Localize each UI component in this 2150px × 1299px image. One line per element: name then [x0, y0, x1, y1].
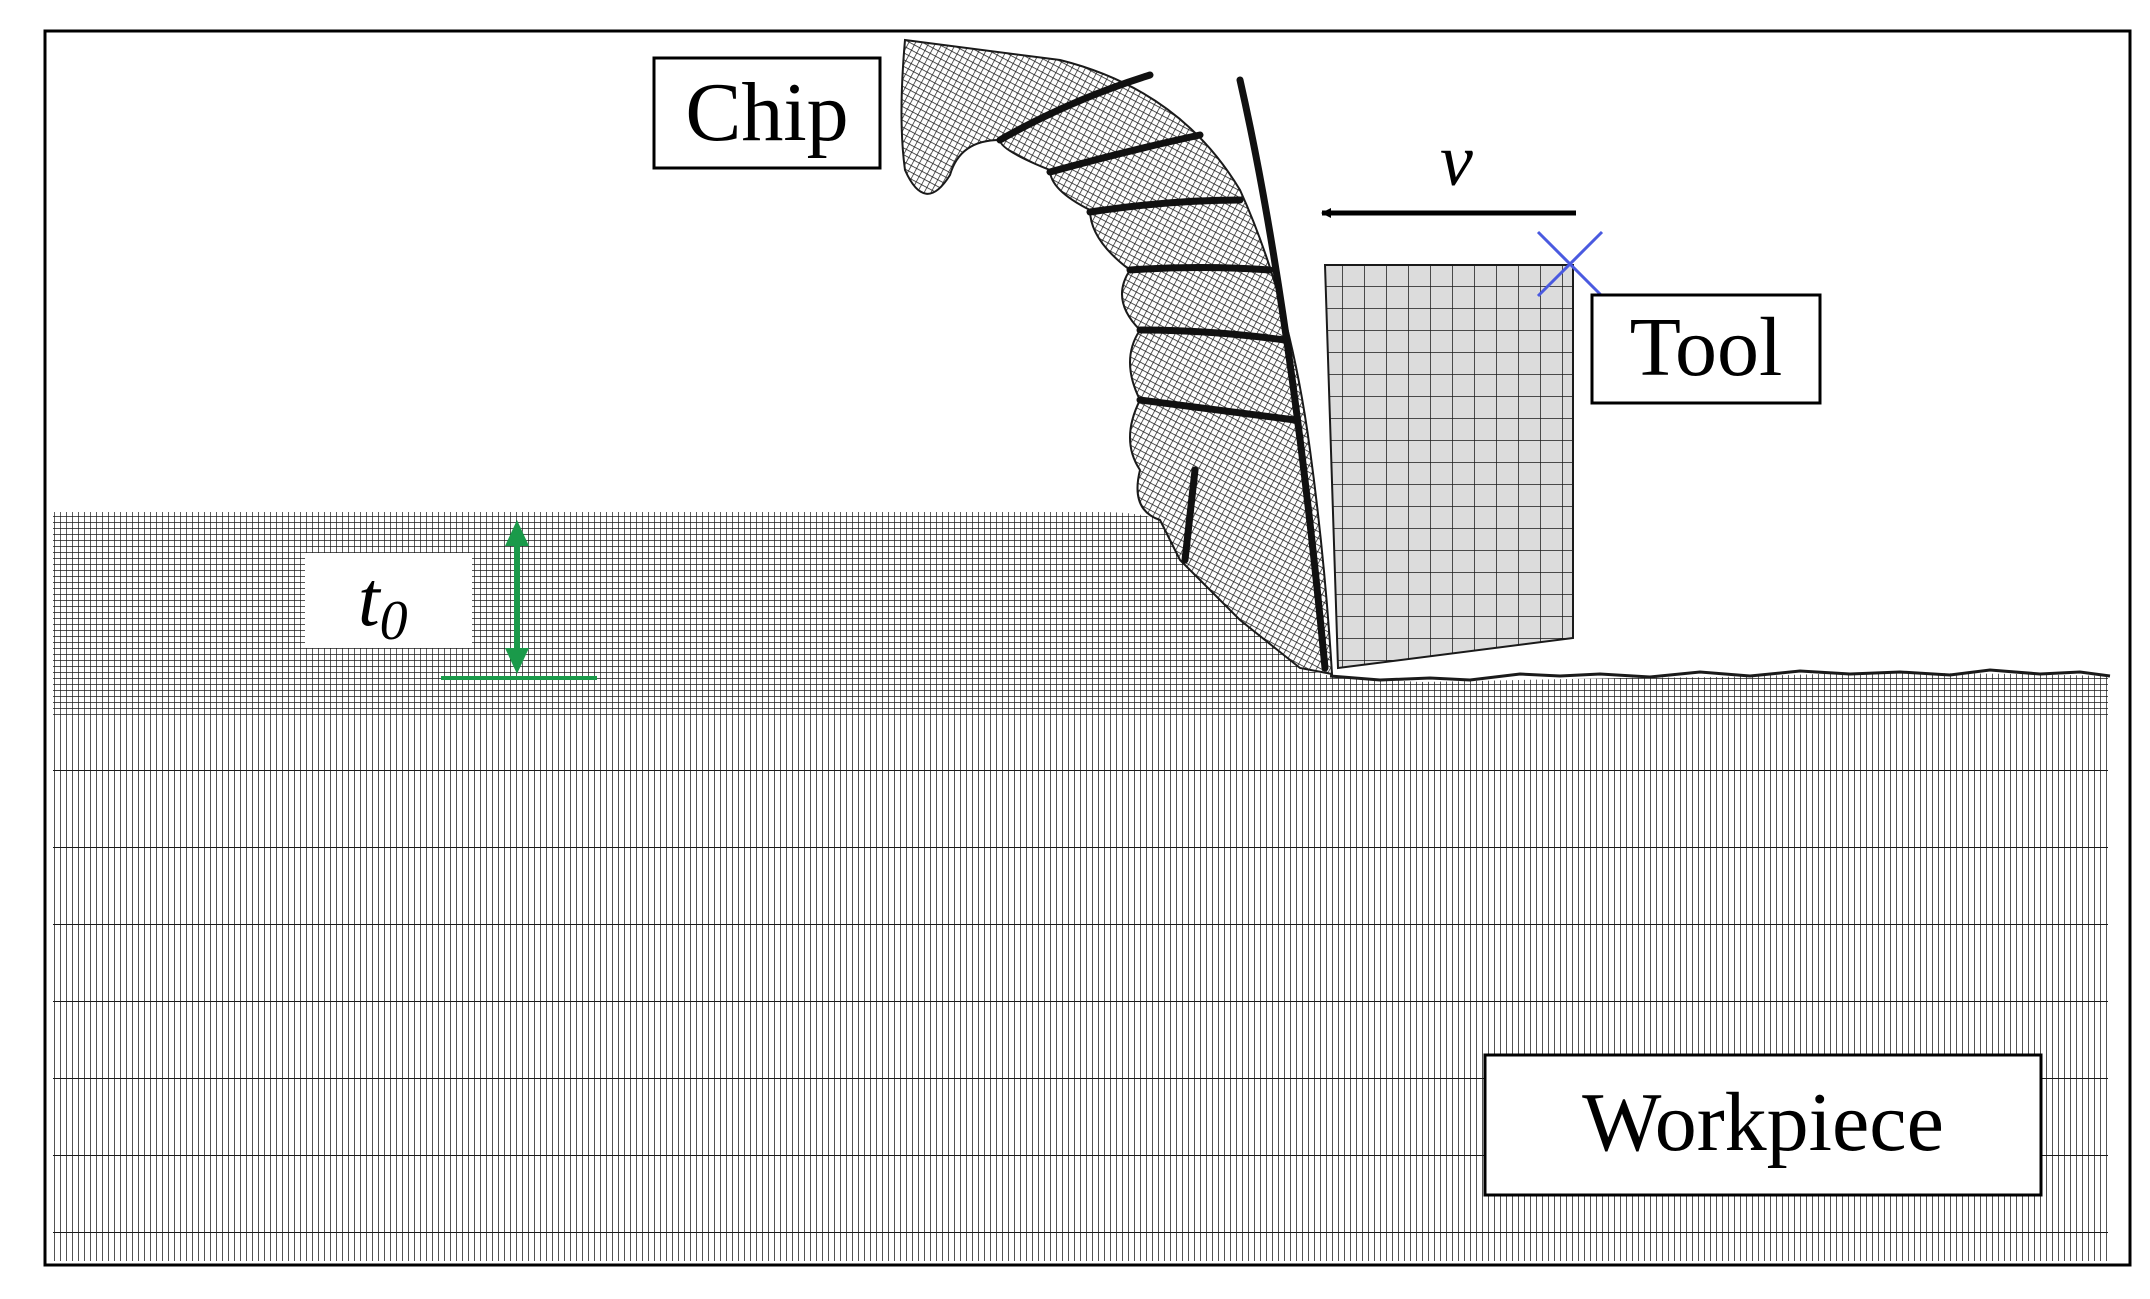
chip-label: Chip	[685, 66, 848, 159]
chip-shear-bands	[996, 71, 1329, 672]
thickness-label-box	[305, 553, 472, 648]
workpiece-dense-mesh	[53, 512, 2108, 720]
workpiece-label: Workpiece	[1582, 1076, 1944, 1169]
machined-surface	[1329, 668, 2111, 682]
velocity-label: v	[1440, 120, 1473, 202]
thickness-subscript: 0	[380, 590, 408, 652]
tool-mesh	[1323, 264, 1574, 670]
double-arrow-vertical-icon	[441, 520, 597, 680]
x-cross-icon	[1536, 230, 1604, 298]
chip-label-box	[652, 56, 882, 170]
tool-label-box	[1590, 293, 1822, 405]
workpiece-label-box	[1483, 1053, 2043, 1197]
thickness-symbol: t	[358, 555, 382, 642]
thickness-label: t0	[358, 555, 408, 652]
tool-label: Tool	[1630, 301, 1783, 394]
